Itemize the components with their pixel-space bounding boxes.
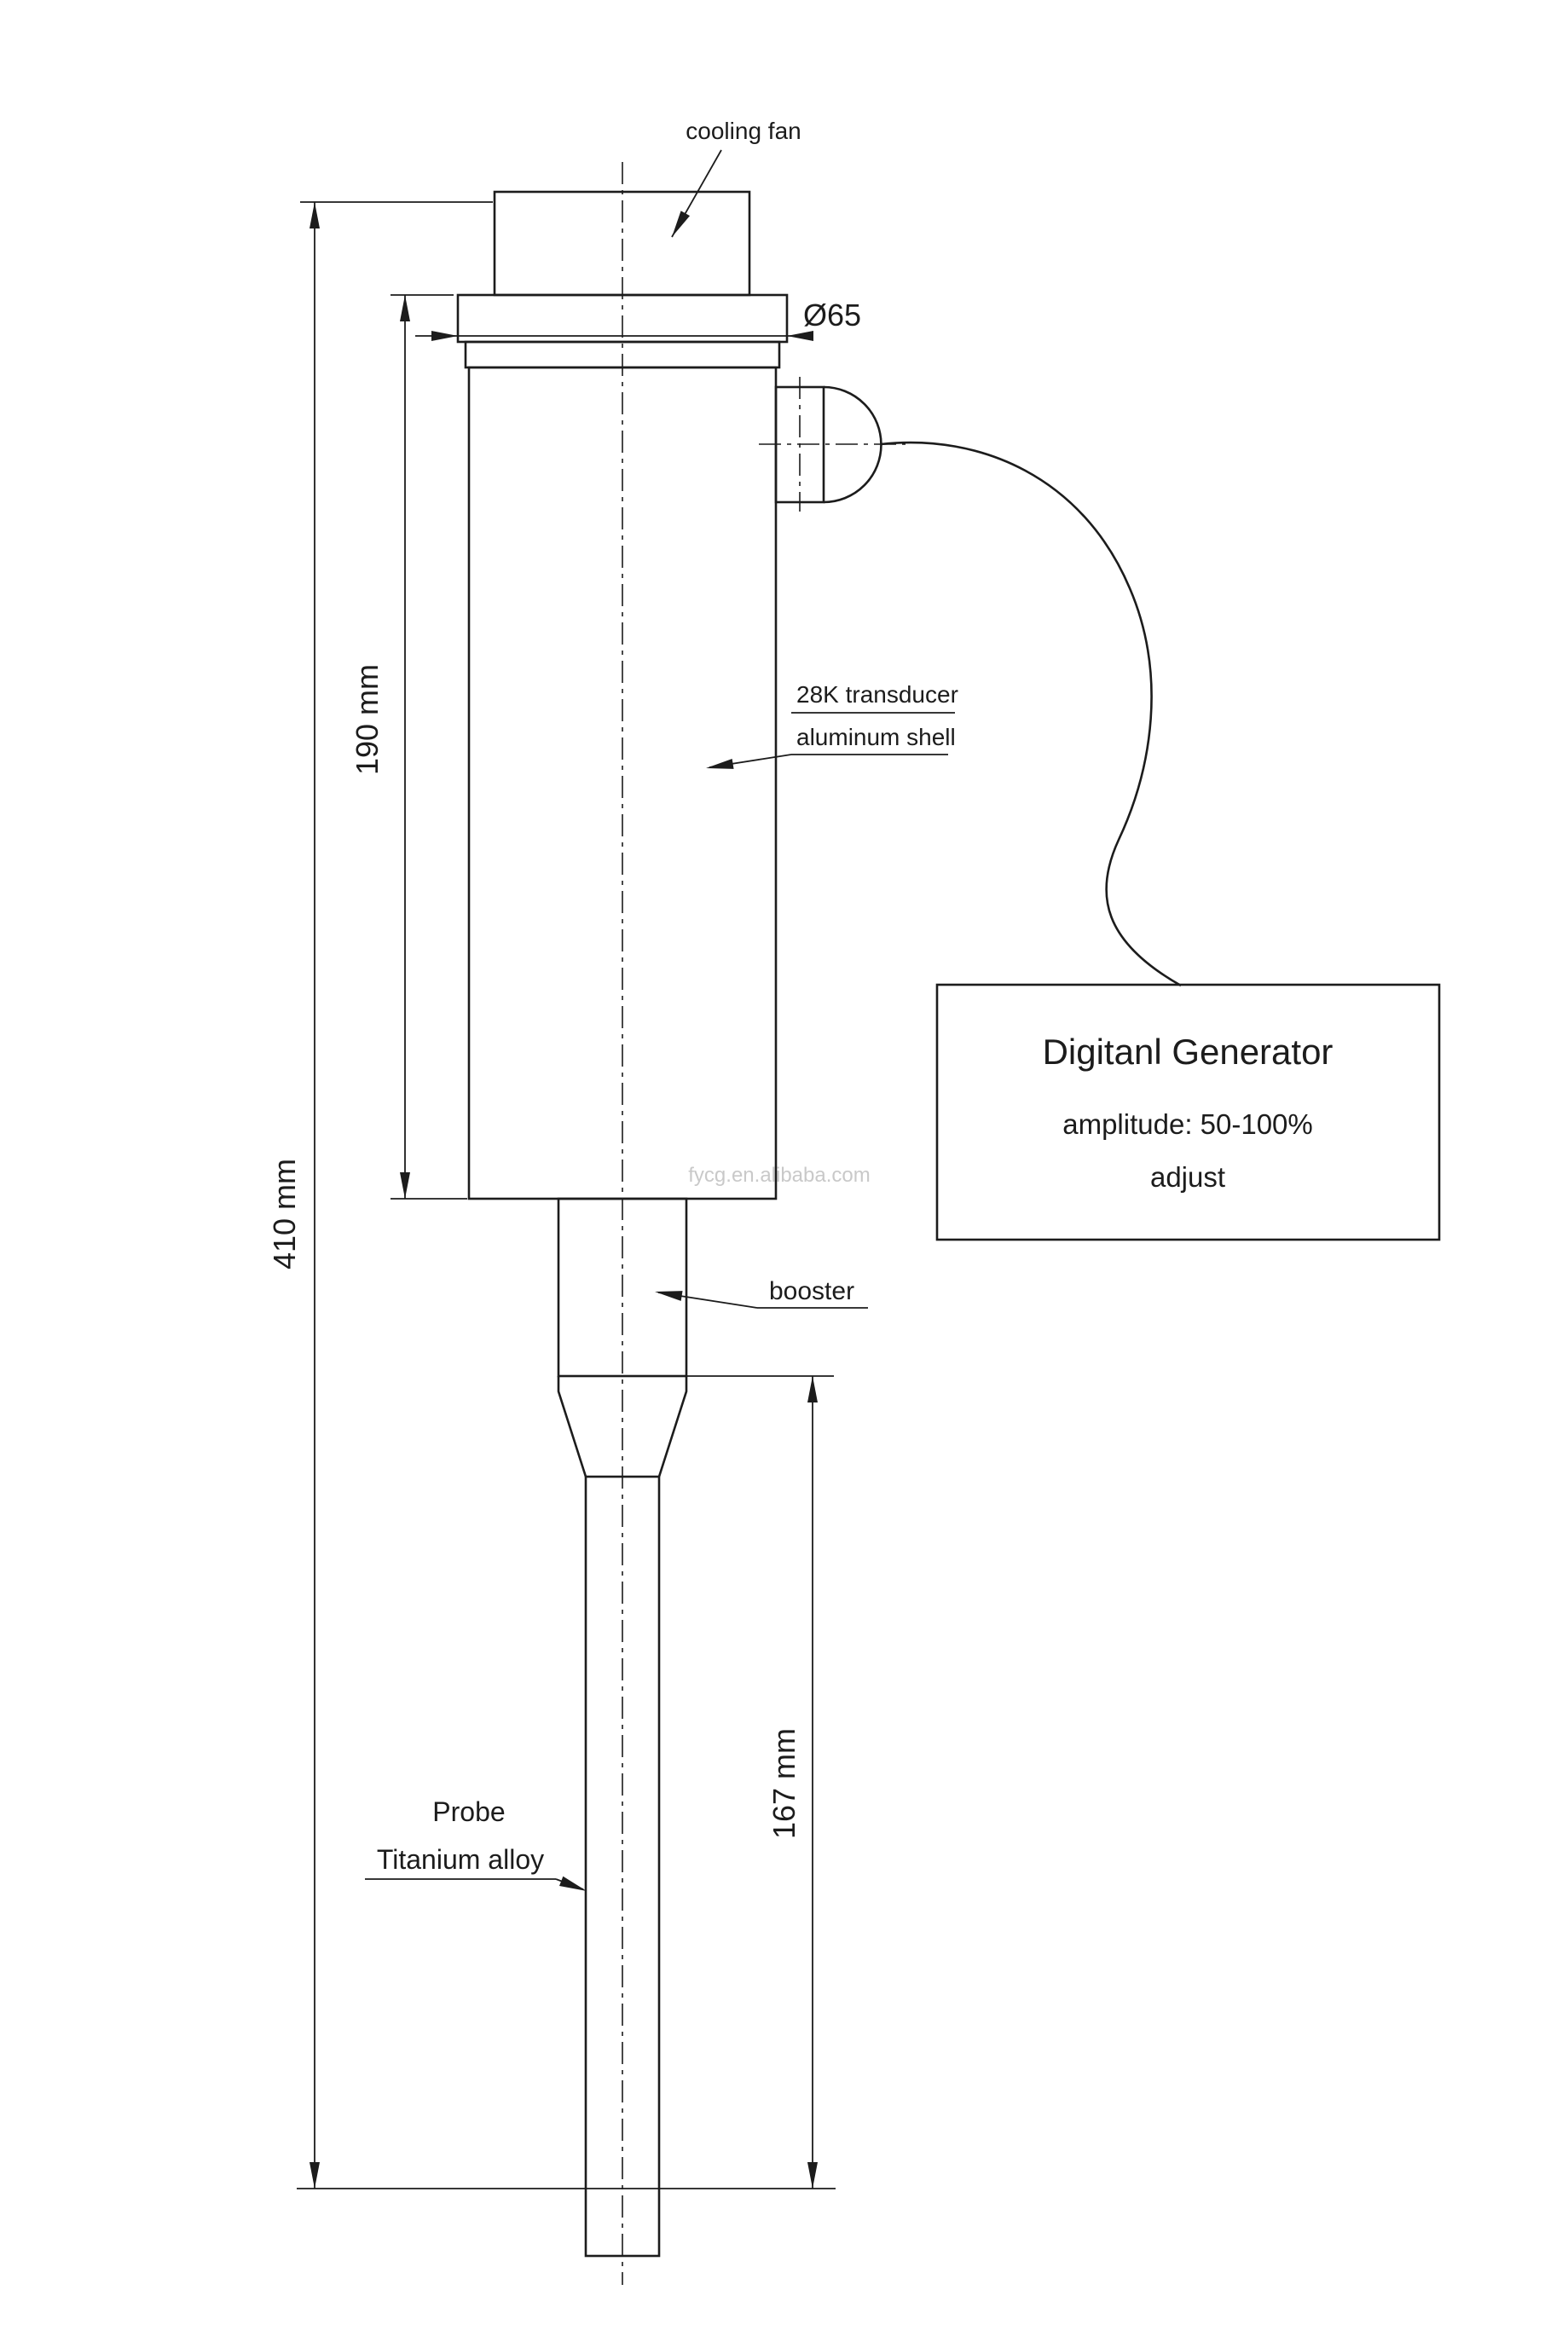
transducer-label-line1: 28K transducer [796, 681, 958, 708]
dim-probe-label: 167 mm [767, 1728, 801, 1839]
transducer-label-line2: aluminum shell [796, 724, 956, 750]
generator-box [935, 983, 1441, 1241]
dim-transducer-arrow-top [400, 295, 410, 321]
booster-taper-left [557, 1376, 587, 1478]
transducer-leader-arrow [706, 759, 734, 769]
dim-transducer-label: 190 mm [350, 664, 385, 775]
probe-label-line1: Probe [432, 1796, 505, 1827]
cooling-fan-leader-arrow [672, 211, 691, 237]
generator-subtitle-2: adjust [1150, 1161, 1225, 1193]
signal-cable [880, 441, 1182, 987]
dim-transducer-arrow-bottom [400, 1172, 410, 1199]
dim-diameter-arrow-right [787, 331, 813, 341]
dim-overall-arrow-bottom [310, 2162, 320, 2189]
probe-rod [584, 1475, 661, 2258]
generator-subtitle-1: amplitude: 50-100% [1062, 1108, 1313, 1140]
dim-overall-label: 410 mm [267, 1159, 302, 1269]
dim-overall-arrow-top [310, 202, 320, 228]
cooling-fan-label: cooling fan [686, 118, 801, 144]
booster-label: booster [769, 1277, 854, 1305]
booster-body [557, 1197, 688, 1378]
probe-label-line2: Titanium alloy [377, 1844, 544, 1875]
generator-title: Digitanl Generator [1043, 1032, 1334, 1072]
probe-leader-arrow [559, 1876, 587, 1891]
dim-probe-arrow-top [807, 1376, 818, 1402]
watermark-text: fycg.en.alibaba.com [688, 1164, 870, 1187]
dim-probe-arrow-bottom [807, 2162, 818, 2189]
dim-diameter-arrow-left [431, 331, 458, 341]
booster-leader-arrow [655, 1291, 683, 1301]
dim-diameter-label: Ø65 [803, 298, 861, 333]
booster-taper-right [657, 1376, 688, 1478]
connector-housing [774, 385, 825, 504]
